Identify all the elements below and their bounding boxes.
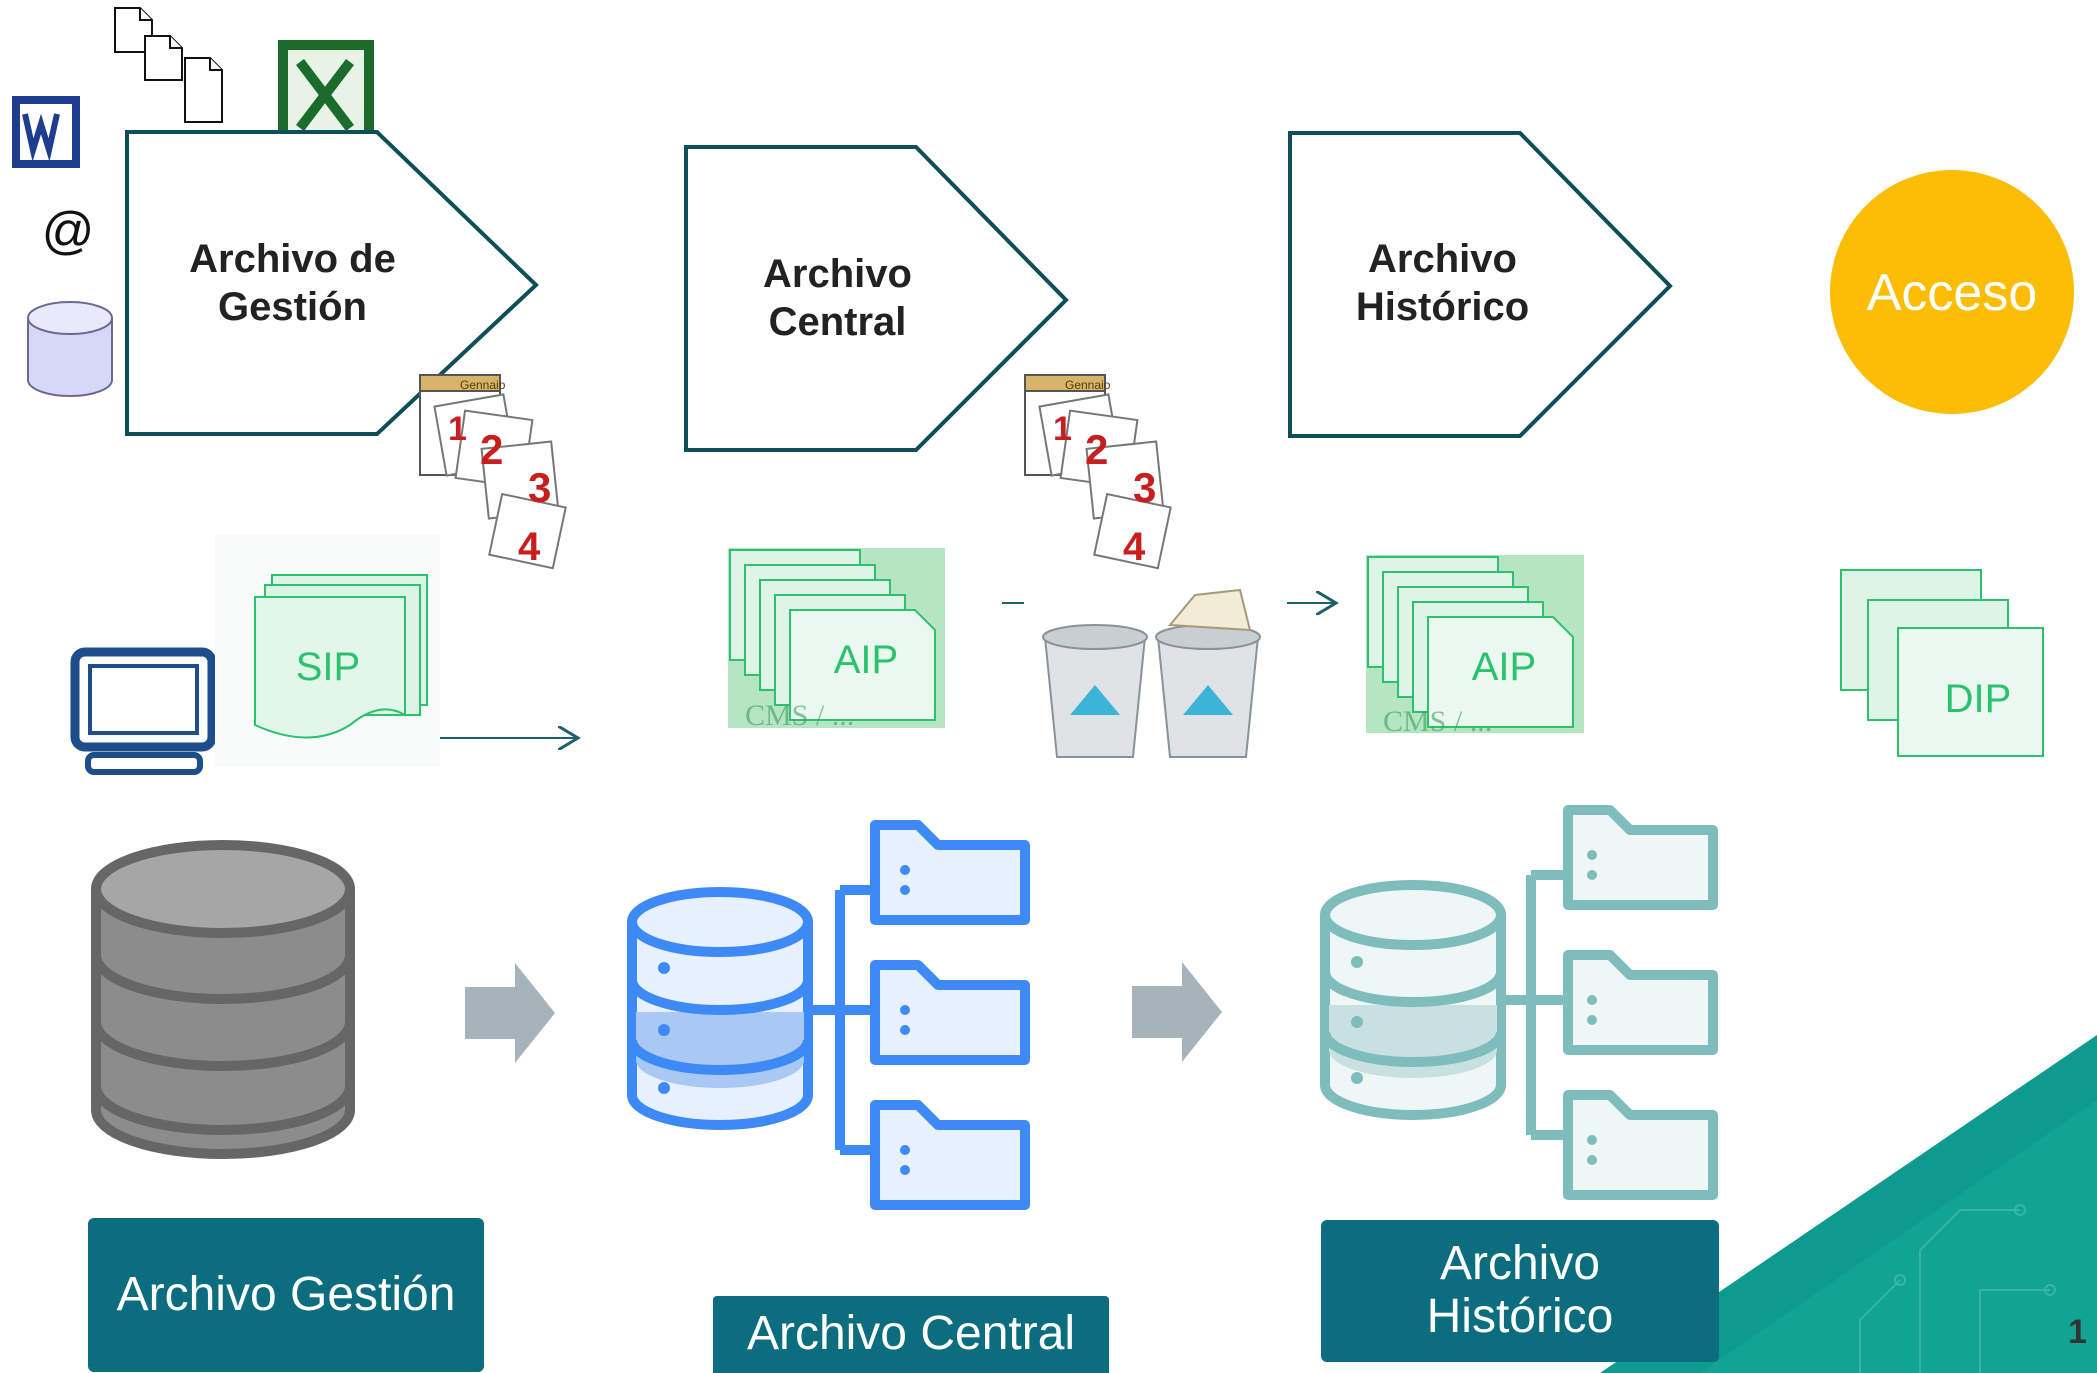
cms-fragment-label: CMS / ... bbox=[745, 699, 854, 732]
computer-icon bbox=[70, 647, 217, 775]
stage-central-title: Archivo Central bbox=[700, 250, 975, 346]
documents-icon bbox=[114, 7, 223, 123]
database-folders-icon bbox=[1320, 805, 1718, 1200]
stage-gestion-title: Archivo de Gestión bbox=[150, 235, 435, 331]
stage-gestion-line1: Archivo de bbox=[189, 237, 396, 281]
at-icon: @ bbox=[41, 202, 95, 260]
calendar-page-label: 1 bbox=[1053, 410, 1072, 448]
stage-central-line1: Archivo bbox=[763, 252, 912, 296]
stage-central-line2: Central bbox=[768, 300, 907, 344]
aip-package-icon bbox=[728, 548, 945, 728]
dip-label: DIP bbox=[1945, 677, 2012, 721]
calendar-page-label: 2 bbox=[480, 426, 503, 473]
calendar-icon bbox=[1024, 374, 1172, 570]
recycle-bin-icon bbox=[1042, 588, 1261, 758]
sip-package-icon bbox=[215, 535, 440, 767]
label-archivo-historico-line1: Archivo bbox=[1439, 1237, 1601, 1291]
aip-package-icon bbox=[1366, 555, 1584, 733]
calendar-month-label: Gennaio bbox=[1065, 378, 1111, 392]
aip-label: AIP bbox=[834, 638, 898, 682]
acceso-circle bbox=[1830, 170, 2074, 414]
slide-number: 1 bbox=[2068, 1313, 2087, 1351]
flow-arrow-icon bbox=[1132, 962, 1222, 1062]
label-archivo-central-text: Archivo Central bbox=[746, 1307, 1076, 1361]
calendar-page-label: 4 bbox=[1123, 525, 1146, 569]
label-archivo-gestion: Archivo Gestión bbox=[88, 1218, 484, 1372]
sip-label: SIP bbox=[296, 645, 360, 689]
database-folders-icon bbox=[627, 820, 1030, 1210]
calendar-page-label: 3 bbox=[1133, 464, 1156, 511]
database-cylinder-icon bbox=[27, 301, 113, 397]
stage-gestion-shape bbox=[125, 130, 539, 436]
stage-historico-line2: Histórico bbox=[1355, 285, 1530, 329]
calendar-page-label: 3 bbox=[528, 464, 551, 511]
stage-historico-line1: Archivo bbox=[1368, 237, 1517, 281]
label-archivo-central: Archivo Central bbox=[713, 1296, 1109, 1373]
calendar-icon bbox=[419, 374, 567, 570]
acceso-label: Acceso bbox=[1866, 264, 2038, 322]
stage-historico-title: Archivo Histórico bbox=[1305, 235, 1580, 331]
stage-historico-shape bbox=[1288, 131, 1673, 438]
dip-package-icon bbox=[1840, 569, 2044, 757]
database-icon bbox=[91, 840, 355, 1159]
calendar-page-label: 1 bbox=[448, 410, 467, 448]
aip-label: AIP bbox=[1472, 645, 1536, 689]
stage-central-shape bbox=[684, 145, 1069, 452]
stage-gestion-line2: Gestión bbox=[218, 285, 367, 329]
cms-fragment-label: CMS / ... bbox=[1383, 705, 1492, 738]
label-archivo-gestion-text: Archivo Gestión bbox=[116, 1267, 456, 1321]
corner-decoration bbox=[1600, 1035, 2097, 1373]
calendar-month-label: Gennaio bbox=[460, 378, 506, 392]
calendar-page-label: 2 bbox=[1085, 426, 1108, 473]
word-icon bbox=[12, 96, 80, 168]
label-archivo-historico-line2: Histórico bbox=[1426, 1290, 1614, 1343]
calendar-page-label: 4 bbox=[518, 525, 541, 569]
flow-arrow-icon bbox=[465, 963, 555, 1063]
label-archivo-historico: Archivo Histórico bbox=[1321, 1220, 1719, 1362]
